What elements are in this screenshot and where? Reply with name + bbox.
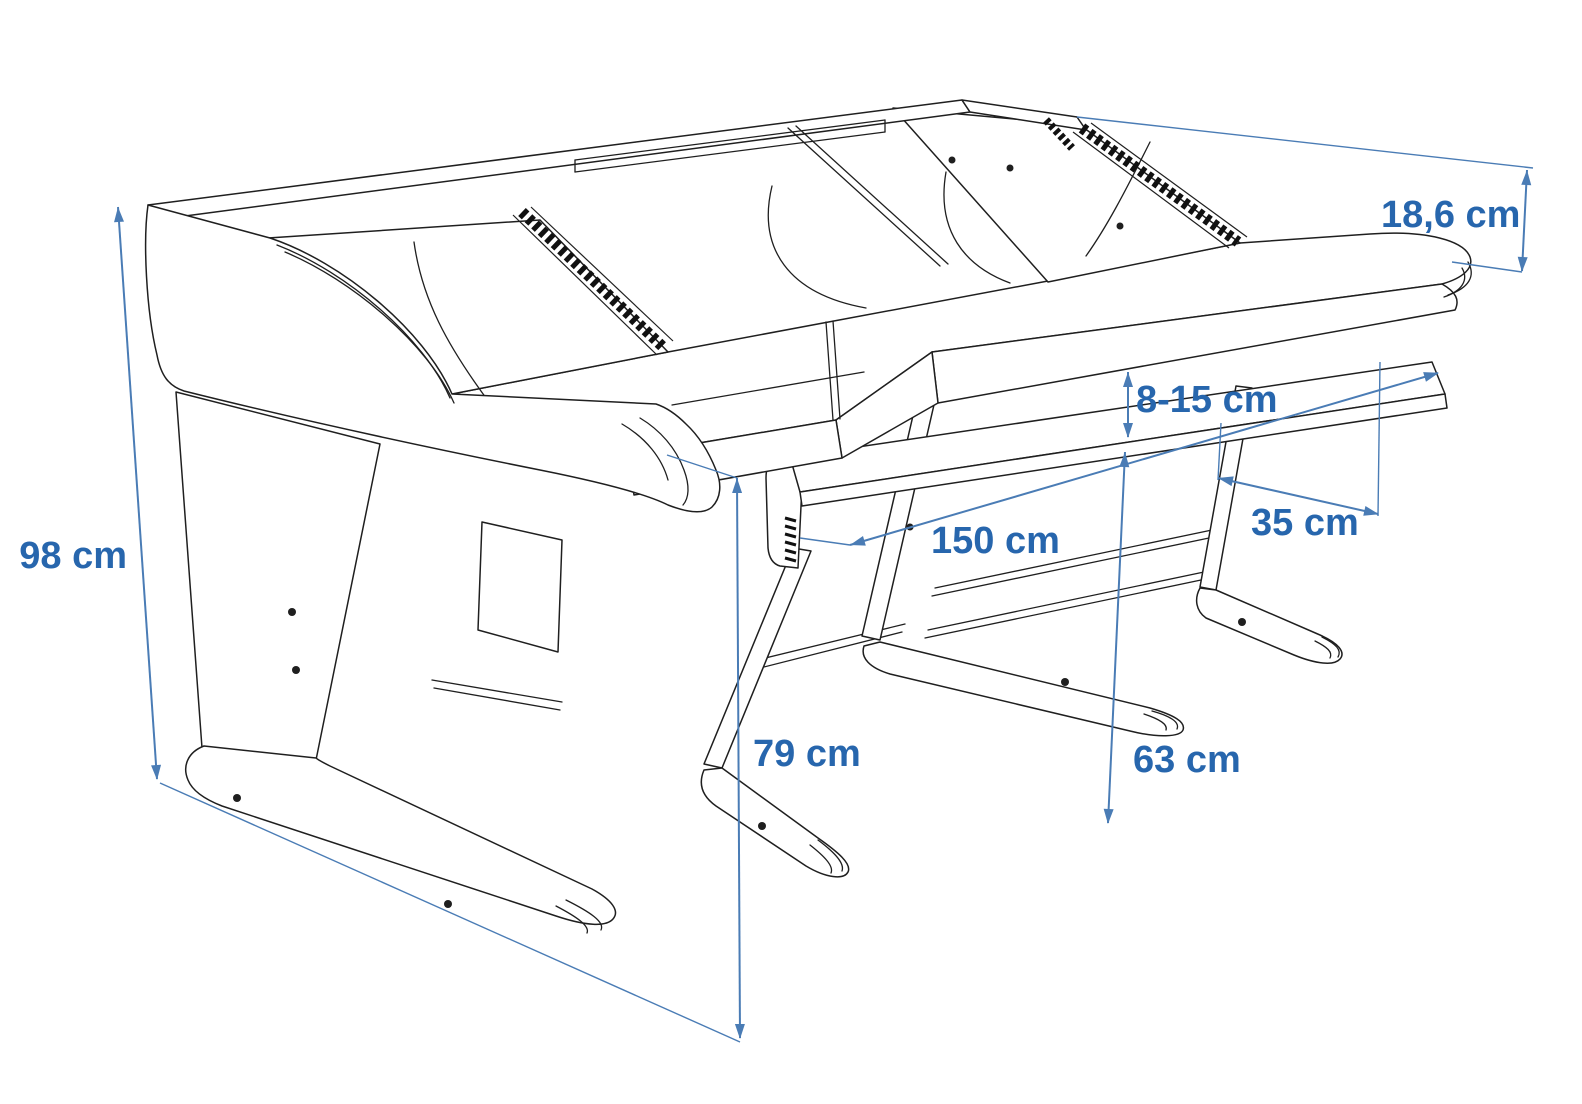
dimension-label-150cm: 150 cm bbox=[931, 520, 1060, 562]
cable-panel bbox=[477, 521, 563, 653]
dimension-total-height: 98 cm bbox=[19, 206, 741, 1043]
dimension-annotations: 98 cm 79 cm 63 cm 8-15 cm 150 cm bbox=[19, 116, 1534, 1043]
dimension-label-98cm: 98 cm bbox=[19, 535, 127, 577]
tray-slide-rail bbox=[784, 516, 797, 563]
left-leg bbox=[175, 391, 617, 934]
dimension-rack-height: 18,6 cm bbox=[1076, 116, 1534, 273]
dimension-label-79cm: 79 cm bbox=[753, 733, 861, 775]
dimension-label-8-15cm: 8-15 cm bbox=[1136, 379, 1278, 421]
dimension-label-35cm: 35 cm bbox=[1251, 502, 1359, 544]
dimension-desk-width: 150 cm bbox=[799, 372, 1439, 562]
dimension-label-63cm: 63 cm bbox=[1133, 739, 1241, 781]
rack-bridge bbox=[147, 99, 1241, 399]
dimension-tray-depth: 35 cm bbox=[1217, 361, 1381, 544]
dimension-desktop-height: 79 cm bbox=[666, 454, 861, 1039]
dimension-label-18-6cm: 18,6 cm bbox=[1381, 194, 1520, 236]
rack-rails bbox=[512, 117, 1248, 356]
front-middle-leg bbox=[700, 547, 850, 878]
left-cheek-panel bbox=[144, 204, 721, 513]
